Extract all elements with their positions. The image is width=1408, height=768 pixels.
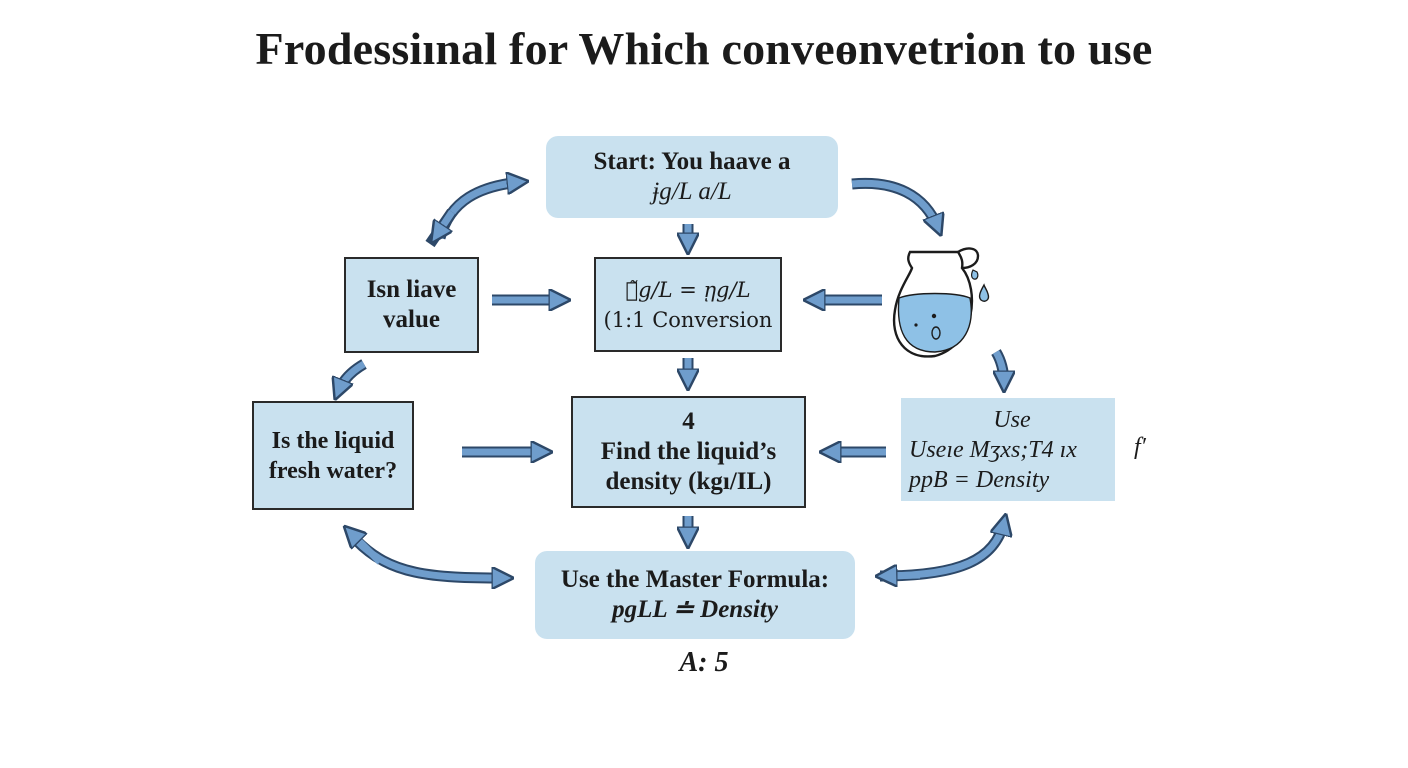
conversion-line1: ℊ̃g/L = ῃg/L — [625, 277, 751, 302]
arrow-pitcher-to-use — [991, 349, 1004, 384]
arrow-curve-bottom-left — [350, 532, 505, 578]
use-line1: Use — [993, 406, 1031, 433]
density-line2: Find the liquid’s — [600, 438, 777, 465]
have-value-line1: Isn liave — [366, 276, 457, 303]
master-line2: pgLL ≐ Density — [612, 596, 778, 623]
water-drop-icon — [971, 269, 990, 302]
page-title: Frodessiınal for Which conveөnvetrion to… — [255, 23, 1153, 74]
density-line3: density (kgı/IL) — [605, 468, 772, 495]
master-line1: Use the Master Formula: — [560, 566, 830, 593]
arrow-curve-top-left — [425, 182, 520, 248]
footer-label: A: 5 — [679, 647, 729, 678]
master-formula-node: Use the Master Formula: pgLL ≐ Density — [535, 551, 855, 639]
start-node: Start: You haave a ɉg/L a/L — [546, 136, 838, 218]
have-value-line2: value — [383, 306, 440, 333]
arrow-curve-top-right — [851, 177, 938, 228]
fresh-water-line2: fresh water? — [268, 457, 398, 484]
density-node: 4 Find the liquid’s density (kgı/IL) — [571, 396, 806, 508]
density-line1: 4 — [682, 408, 695, 435]
conversion-node: ℊ̃g/L = ῃg/L (1:1 Conversion — [594, 257, 782, 352]
start-node-line1: Start: You haave a — [593, 148, 791, 175]
have-value-node: Isn liave value — [344, 257, 479, 353]
use-line3: ppB = Density — [909, 466, 1050, 493]
fresh-water-line1: Is the liquid — [271, 427, 395, 454]
start-node-line2: ɉg/L a/L — [652, 178, 732, 205]
use-line2: Useıe Mʒxs;T4 ıx — [909, 436, 1077, 463]
conversion-line2: (1:1 Conversion — [603, 307, 773, 332]
arrow-curve-bottom-right — [880, 522, 1004, 576]
arrow-have-to-fresh — [338, 359, 367, 392]
stray-mark: f′ — [1134, 434, 1146, 460]
pitcher-icon — [892, 247, 980, 358]
use-node: Use Useıe Mʒxs;T4 ıx ppB = Density — [901, 398, 1115, 501]
fresh-water-node: Is the liquid fresh water? — [252, 401, 414, 510]
